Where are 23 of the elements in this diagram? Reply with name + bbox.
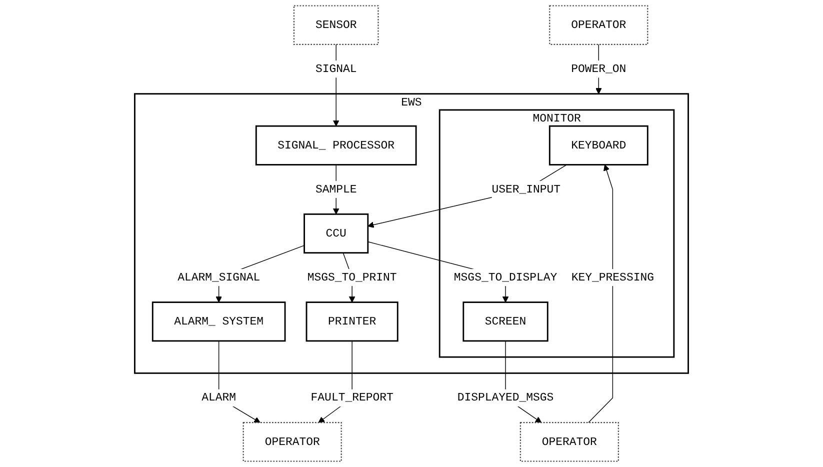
- edge-label: SIGNAL: [315, 62, 357, 76]
- node-box: OPERATOR: [242, 422, 342, 462]
- arrow: [368, 164, 568, 228]
- node-box: SENSOR: [293, 5, 379, 45]
- node-box: SCREEN: [462, 302, 548, 342]
- edge-label: MSGS_TO_PRINT: [307, 271, 397, 284]
- edge-label: DISPLAYED_MSGS: [457, 391, 554, 404]
- node-box: ALARM_ SYSTEM: [152, 302, 286, 342]
- node-box: OPERATOR: [520, 422, 619, 462]
- edge-label: KEY_PRESSING: [571, 271, 654, 284]
- node-box: SIGNAL_ PROCESSOR: [255, 125, 417, 166]
- node-box: OPERATOR: [549, 5, 648, 45]
- edge-label: SAMPLE: [315, 183, 357, 196]
- node-box: CCU: [304, 213, 369, 254]
- edge-label: FAULT_REPORT: [310, 391, 394, 404]
- node-box: PRINTER: [306, 302, 398, 342]
- node-box: KEYBOARD: [548, 125, 648, 166]
- arrow: [588, 164, 614, 423]
- edge-label: POWER_ON: [571, 62, 626, 76]
- edge-label: MSGS_TO_DISPLAY: [454, 271, 558, 284]
- edge-label: USER_INPUT: [492, 183, 561, 196]
- edge-label: ALARM_SIGNAL: [178, 271, 260, 284]
- edge-label: ALARM: [202, 391, 236, 404]
